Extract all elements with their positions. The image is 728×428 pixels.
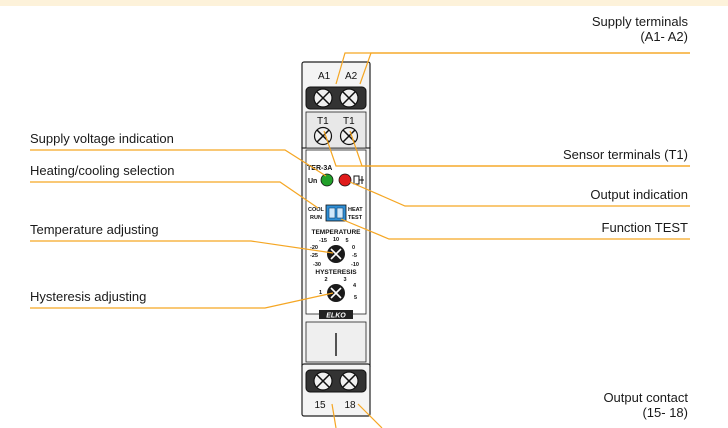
leader-supply-terminals [335,52,690,85]
hyst-tick-4: 4 [353,283,357,289]
leader-function-test [340,218,690,240]
model-label: TER-3A [307,165,332,172]
callout-hysteresis-adjusting: Hysteresis adjusting [30,289,147,304]
temperature-label: TEMPERATURE [312,229,362,236]
temp-tick-0: 0 [352,245,355,251]
callout-supply-terminals: Supply terminals (A1- A2) [592,14,688,44]
led-red [338,173,352,187]
leader-output-indication [349,181,690,207]
hyst-tick-5: 5 [354,295,357,301]
output-terminal-row [305,369,367,393]
leader-heating-cooling [30,181,319,209]
switch-test-label: TEST [348,215,363,221]
hysteresis-knob[interactable] [327,284,345,302]
leader-temperature [30,240,334,254]
hyst-tick-1: 1 [319,290,322,296]
switch-heat-label: HEAT [348,207,363,213]
label-a2: A2 [345,71,358,82]
temp-tick-5: 5 [345,238,348,244]
leader-output-contact-18 [357,403,383,428]
led-green [320,173,334,187]
temp-tick-m20: -20 [310,245,318,251]
label-t1-left: T1 [317,116,329,127]
leader-sensor-terminals-2 [349,130,690,167]
callout-sensor-terminals: Sensor terminals (T1) [563,147,688,162]
brand-plate [319,310,353,319]
hyst-tick-3: 3 [343,277,346,283]
function-switch[interactable] [325,204,347,222]
top-band [0,0,728,6]
temperature-knob[interactable] [327,245,345,263]
callout-heating-cooling-selection: Heating/cooling selection [30,163,175,178]
supply-terminal-row [305,86,367,110]
relay-symbol-icon [353,175,364,185]
callout-supply-voltage-indication: Supply voltage indication [30,131,174,146]
temp-tick-m5: -5 [352,253,357,259]
brand-logo: ELKO [326,313,346,320]
temp-tick-m15: -15 [319,238,327,244]
label-a1: A1 [318,71,331,82]
label-15: 15 [314,400,326,411]
switch-cool-label: COOL [308,207,325,213]
callout-output-contact: Output contact (15- 18) [603,390,688,420]
leader-supply-terminals-2 [359,52,690,85]
temp-tick-m10: -10 [351,262,359,268]
hysteresis-label: HYSTERESIS [315,269,357,276]
switch-run-label: RUN [310,215,322,221]
callout-output-contact-line2: (15- 18) [642,405,688,420]
callout-supply-terminals-line1: Supply terminals [591,14,688,29]
callout-output-indication: Output indication [590,187,688,202]
label-t1-right: T1 [343,116,355,127]
temp-tick-m30: -30 [313,262,321,268]
temp-tick-10: 10 [333,237,339,243]
callout-function-test: Function TEST [601,220,688,235]
leader-lines [30,52,690,428]
sensor-terminal-row [305,111,367,149]
leader-hysteresis [30,292,334,309]
callout-supply-terminals-line2: (A1- A2) [640,29,688,44]
leader-supply-voltage [30,149,327,177]
callout-temperature-adjusting: Temperature adjusting [30,222,159,237]
temp-tick-m25: -25 [310,253,318,259]
hyst-tick-2: 2 [324,277,327,283]
callout-output-contact-line1: Output contact [603,390,688,405]
label-18: 18 [344,400,356,411]
un-label: Un [308,178,317,185]
leader-output-contact-15 [331,403,337,428]
